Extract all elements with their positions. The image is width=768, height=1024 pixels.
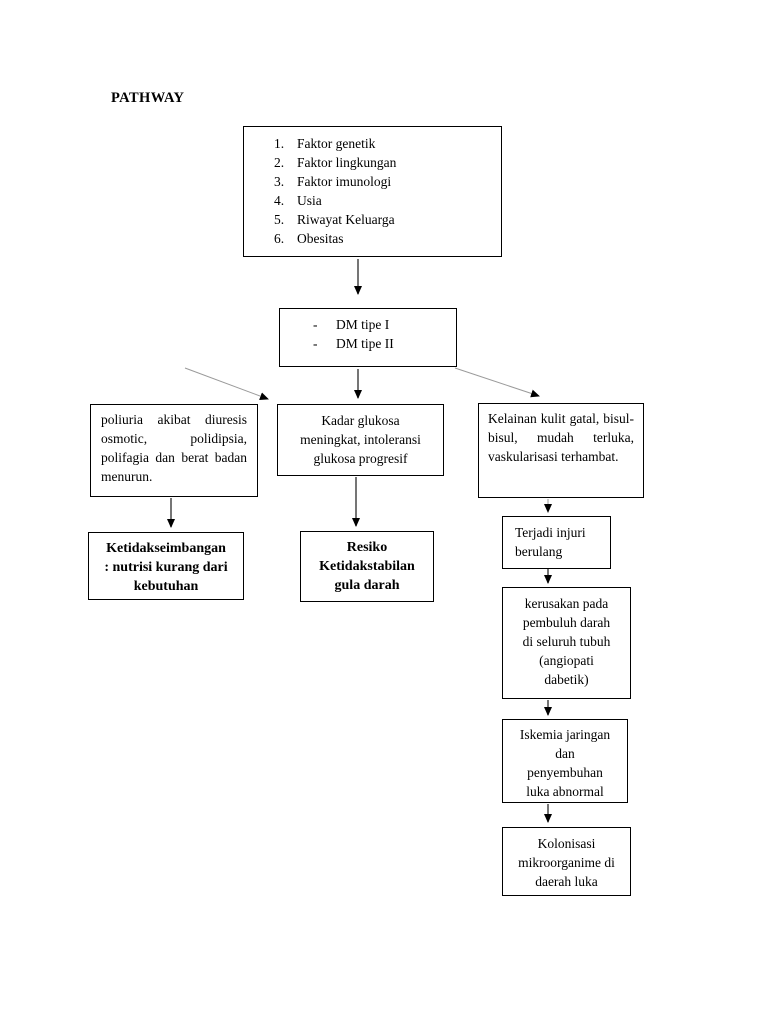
factor-number: 5. — [274, 212, 285, 227]
factor-number: 6. — [274, 231, 285, 246]
factor-label: Usia — [297, 193, 322, 208]
dash-bullet: - — [313, 336, 318, 351]
box-risk-factors: 1. Faktor genetik 2. Faktor lingkungan 3… — [243, 126, 502, 257]
factor-item: 2. Faktor lingkungan — [274, 153, 495, 172]
dm-type-label: DM tipe I — [336, 317, 390, 332]
factor-item: 6. Obesitas — [274, 229, 495, 248]
dm-type-item: - DM tipe II — [313, 334, 450, 353]
page-title: PATHWAY — [111, 90, 185, 106]
box-kadar-glukosa: Kadar glukosa meningkat, intoleransi glu… — [277, 404, 444, 476]
box-ketidakseimbangan-nutrisi: Ketidakseimbangan : nutrisi kurang dari … — [88, 532, 244, 600]
dm-type-item: - DM tipe I — [313, 315, 450, 334]
factor-label: Riwayat Keluarga — [297, 212, 395, 227]
box-resiko-ketidakstabilan: Resiko Ketidakstabilan gula darah — [300, 531, 434, 602]
box-kolonisasi-mikroorganisme: Kolonisasi mikroorganime di daerah luka — [502, 827, 631, 896]
box-iskemia-jaringan: Iskemia jaringan dan penyembuhan luka ab… — [502, 719, 628, 803]
factor-number: 2. — [274, 155, 285, 170]
factor-item: 4. Usia — [274, 191, 495, 210]
factor-label: Faktor genetik — [297, 136, 376, 151]
factor-item: 3. Faktor imunologi — [274, 172, 495, 191]
box-dm-types: - DM tipe I - DM tipe II — [279, 308, 457, 367]
factor-number: 1. — [274, 136, 285, 151]
box-kerusakan-pembuluh-darah: kerusakan pada pembuluh darah di seluruh… — [502, 587, 631, 699]
dm-type-label: DM tipe II — [336, 336, 394, 351]
factor-label: Faktor lingkungan — [297, 155, 397, 170]
factor-item: 5. Riwayat Keluarga — [274, 210, 495, 229]
box-poliuria-symptoms: poliuria akibat diuresis osmotic, polidi… — [90, 404, 258, 497]
factor-item: 1. Faktor genetik — [274, 134, 495, 153]
dash-bullet: - — [313, 317, 318, 332]
diagonal-connector-right — [454, 367, 540, 398]
box-terjadi-injuri: Terjadi injuri berulang — [502, 516, 611, 569]
diagonal-connector-left — [184, 367, 269, 400]
box-kelainan-kulit: Kelainan kulit gatal, bisul-bisul, mudah… — [478, 403, 644, 498]
factor-number: 4. — [274, 193, 285, 208]
factor-number: 3. — [274, 174, 285, 189]
factor-label: Faktor imunologi — [297, 174, 392, 189]
factor-label: Obesitas — [297, 231, 344, 246]
